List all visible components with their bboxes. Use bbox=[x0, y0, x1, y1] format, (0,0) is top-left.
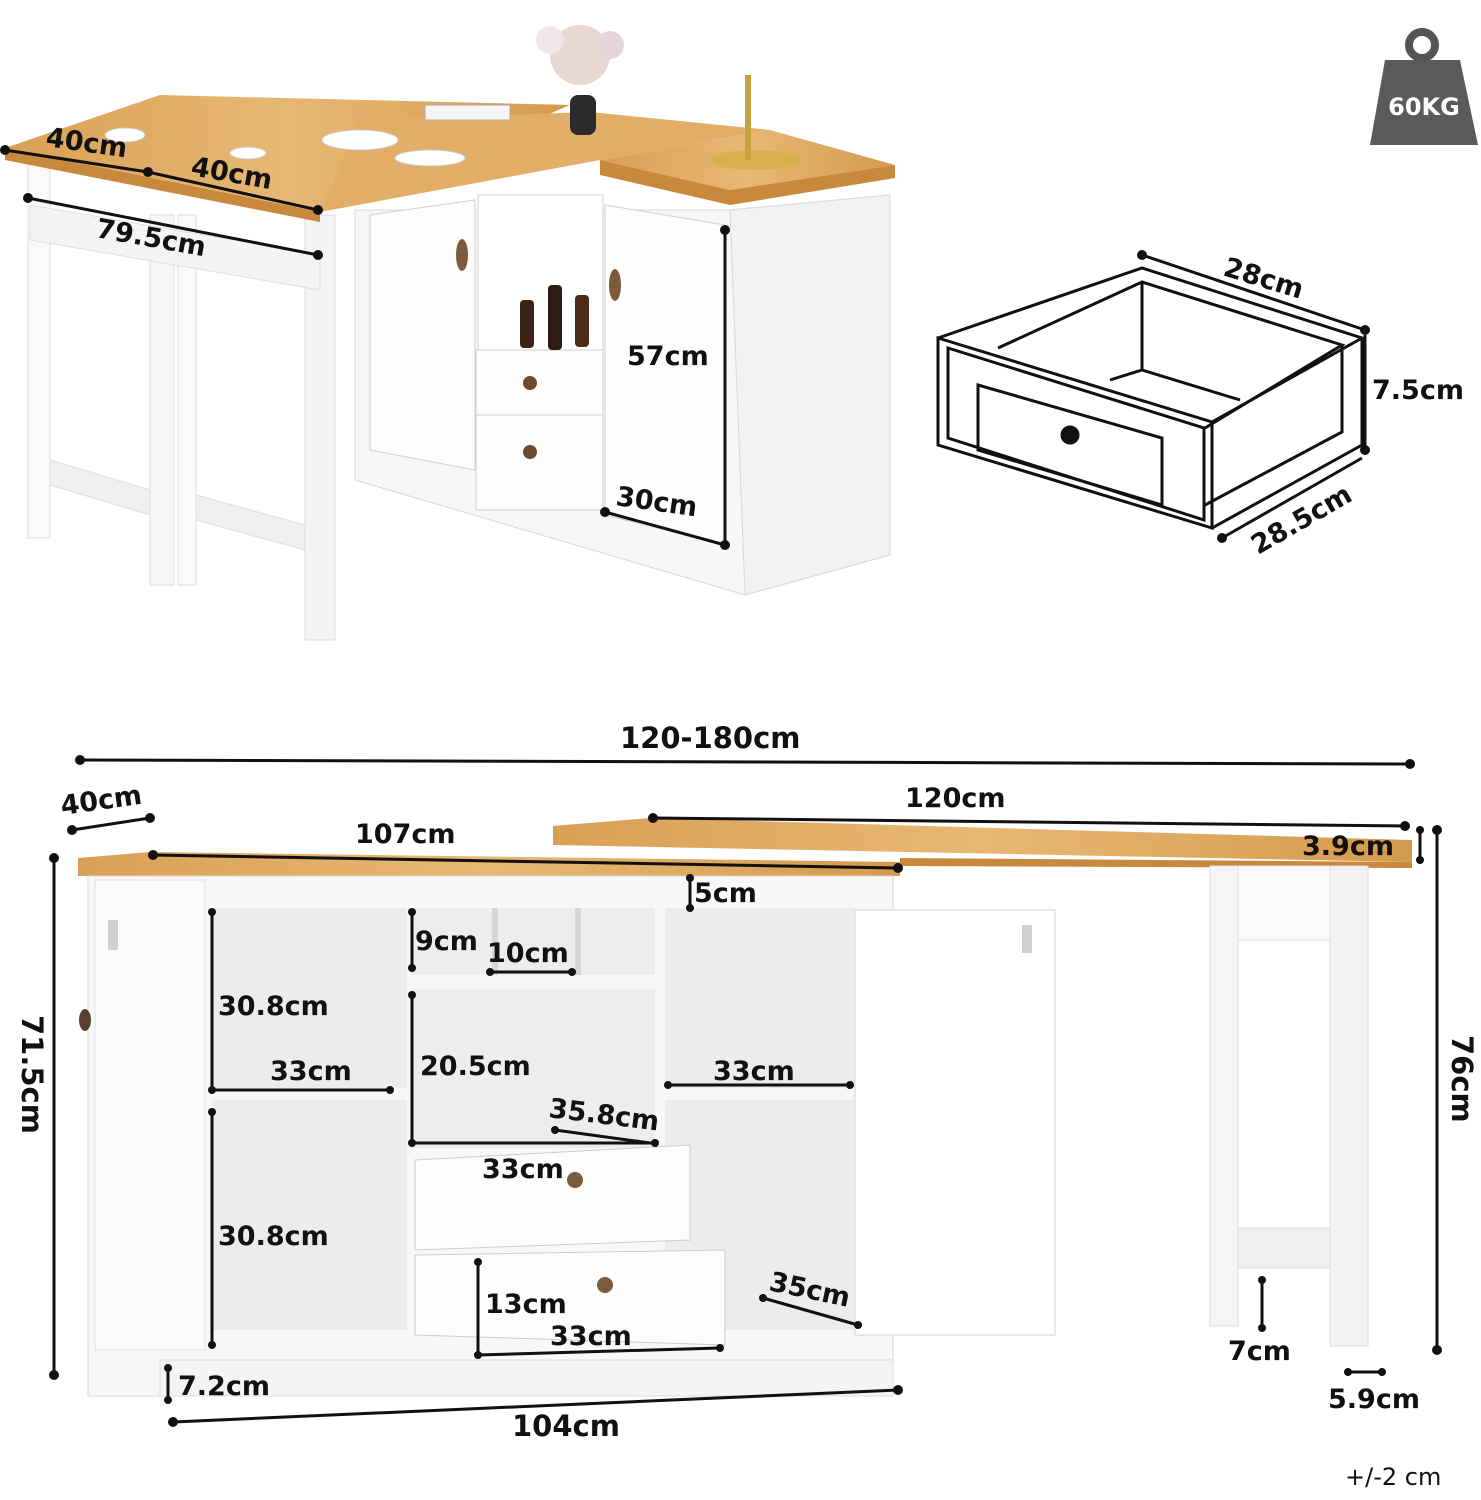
top-rail-label: 5cm bbox=[694, 878, 757, 909]
middle-shelf-height-label: 20.5cm bbox=[420, 1051, 531, 1082]
left-shelf-width-label: 33cm bbox=[270, 1056, 352, 1087]
wine-slot-height-label: 9cm bbox=[415, 926, 478, 957]
weight-icon bbox=[1370, 28, 1478, 145]
table-top-label: 120cm bbox=[905, 783, 1006, 814]
top-dimension-lines bbox=[0, 145, 730, 550]
drawer-dimension-lines bbox=[1137, 250, 1370, 543]
cabinet-top-label: 107cm bbox=[355, 819, 456, 850]
drawer-illustration bbox=[936, 266, 1366, 531]
kitchen-island-illustration bbox=[5, 25, 895, 641]
door-height-label: 57cm bbox=[627, 341, 709, 372]
leg-width-label: 5.9cm bbox=[1328, 1384, 1420, 1415]
front-dimension-lines bbox=[49, 755, 1442, 1427]
drawer-top-width-label: 33cm bbox=[482, 1154, 564, 1185]
plinth-height-label: 7.2cm bbox=[178, 1371, 270, 1402]
tolerance-note: +/-2 cm bbox=[1345, 1463, 1441, 1491]
left-shelf-lower-label: 30.8cm bbox=[218, 1221, 329, 1252]
total-width-label: 120-180cm bbox=[620, 721, 801, 755]
front-view-illustration bbox=[78, 818, 1412, 1397]
leg-gap-label: 7cm bbox=[1228, 1336, 1291, 1367]
side-depth-label: 40cm bbox=[59, 780, 144, 822]
drawer-bottom-width-label: 33cm bbox=[550, 1321, 632, 1352]
table-height-label: 76cm bbox=[1445, 1035, 1479, 1123]
cabinet-width-label: 104cm bbox=[512, 1409, 620, 1443]
drawer-height-label: 7.5cm bbox=[1372, 375, 1464, 406]
cabinet-height-label: 71.5cm bbox=[15, 1015, 49, 1134]
left-shelf-upper-label: 30.8cm bbox=[218, 991, 329, 1022]
drawer-height-label-front: 13cm bbox=[485, 1289, 567, 1320]
wine-slot-width-label: 10cm bbox=[487, 938, 569, 969]
weight-badge-label: 60KG bbox=[1388, 93, 1460, 121]
top-thickness-label: 3.9cm bbox=[1302, 831, 1394, 862]
right-shelf-width-label: 33cm bbox=[713, 1056, 795, 1087]
